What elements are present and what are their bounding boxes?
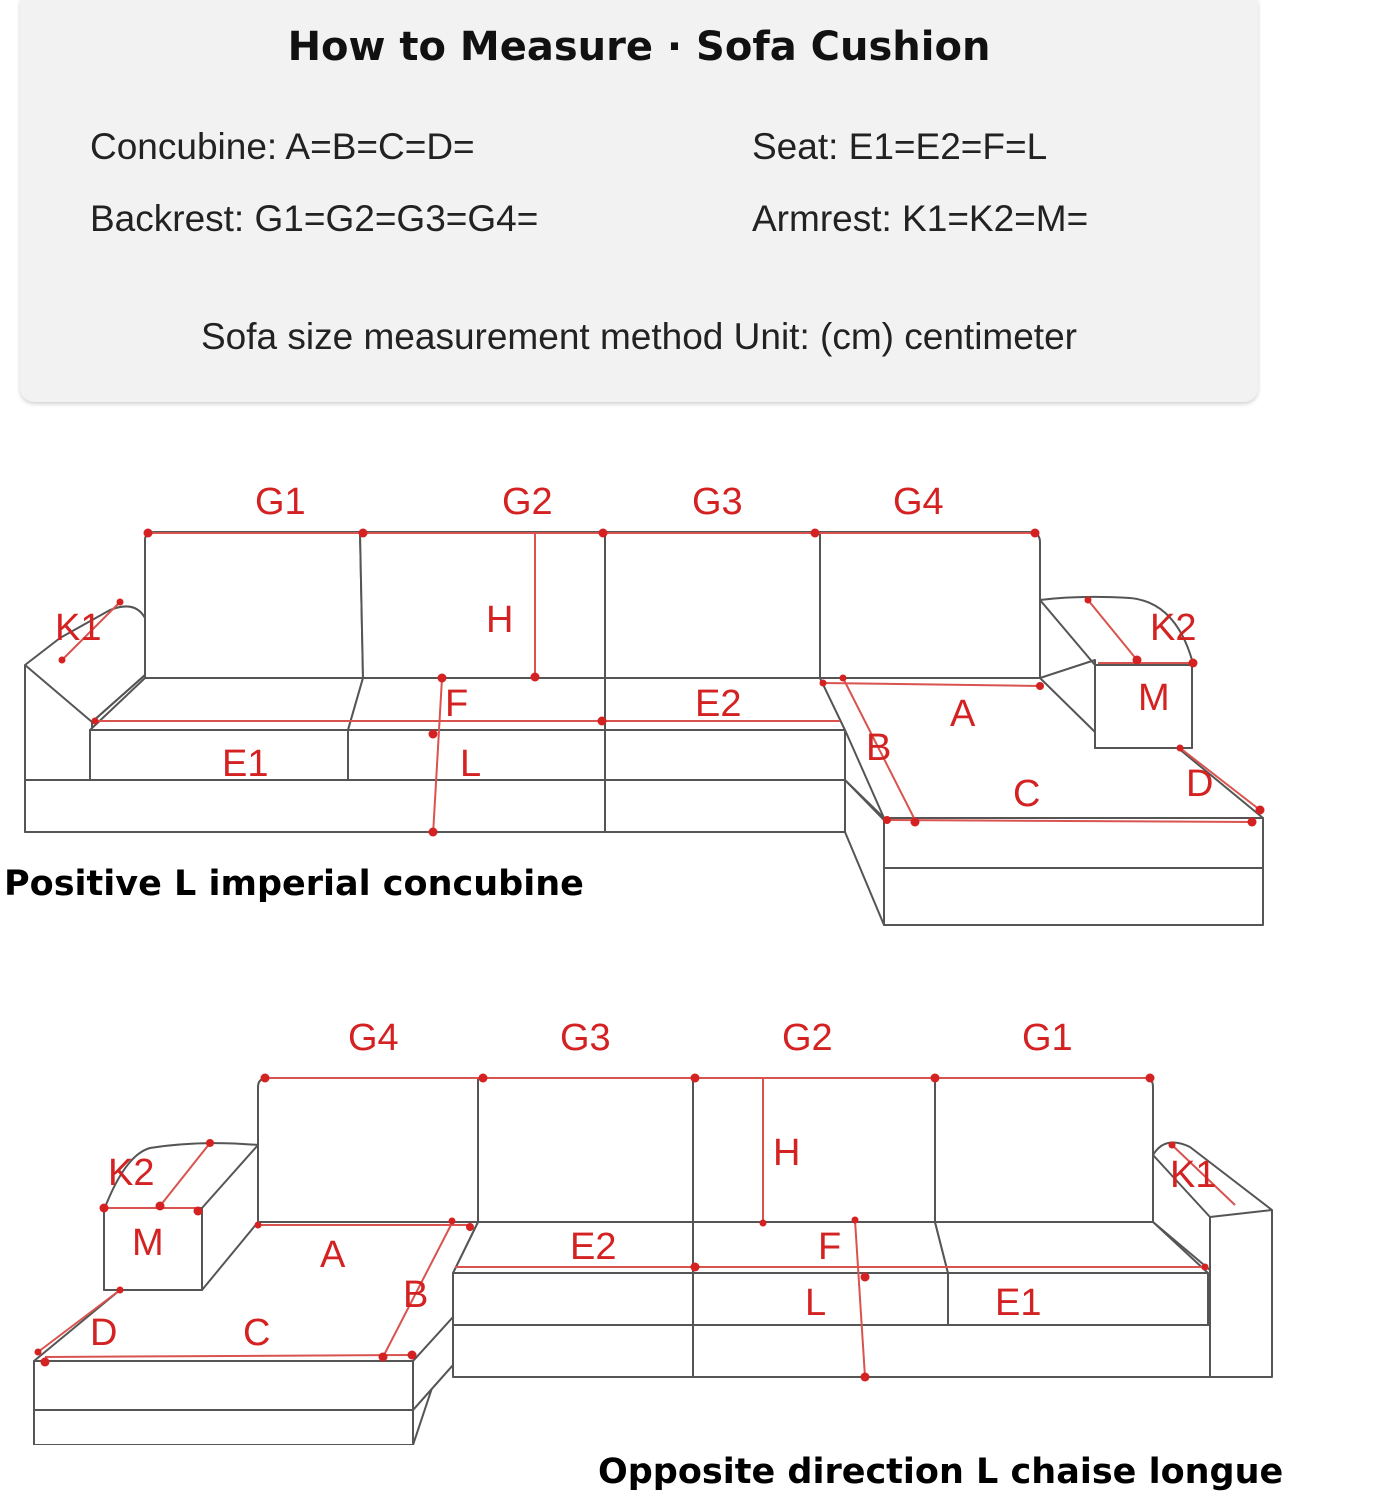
label-k1: K1 [1170, 1154, 1216, 1196]
label-e2: E2 [695, 683, 741, 725]
seat-base [24, 779, 606, 833]
label-f: F [818, 1226, 841, 1268]
measurement-dots [34, 1073, 1209, 1382]
seat-spec: Seat: E1=E2=F=L [752, 126, 1048, 167]
label-e2: E2 [570, 1226, 616, 1268]
back-cushion-g1 [934, 1077, 1154, 1223]
seat-cushion-e1 [947, 1272, 1209, 1326]
label-g4: G4 [893, 481, 944, 523]
seat-cushion-e2 [452, 1272, 694, 1326]
back-cushion-g2 [359, 531, 606, 679]
diagram2-caption: Opposite direction L chaise longue [598, 1452, 1284, 1492]
opposite-l-sofa-diagram: G4 G3 G2 G1 H K2 K1 M A B C D E2 F L E1 [33, 1017, 1273, 1445]
label-b: B [403, 1274, 428, 1316]
diagram1-caption: Positive L imperial concubine [4, 864, 584, 904]
label-c: C [1013, 773, 1040, 815]
instructions-panel: How to Measure · Sofa Cushion Concubine:… [20, 0, 1258, 402]
unit-note: Sofa size measurement method Unit: (cm) … [201, 316, 1077, 357]
back-cushion-g1 [144, 531, 364, 679]
label-k1: K1 [55, 607, 101, 649]
seat-cushion-e1 [89, 729, 349, 781]
measurement-dots [58, 528, 1265, 837]
label-h: H [773, 1132, 800, 1174]
label-g1: G1 [1022, 1017, 1073, 1059]
back-cushion-g3 [477, 1077, 694, 1223]
label-k2: K2 [1150, 607, 1196, 649]
seat-base [452, 1324, 694, 1378]
chaise-cushion-front [33, 1360, 414, 1411]
label-e1: E1 [222, 743, 268, 785]
label-d: D [1186, 763, 1213, 805]
back-cushion-g4 [819, 531, 1041, 679]
back-cushion-g3 [604, 531, 821, 679]
backrest-spec: Backrest: G1=G2=G3=G4= [90, 198, 539, 239]
page-title: How to Measure · Sofa Cushion [287, 24, 991, 70]
label-g3: G3 [692, 481, 743, 523]
label-l: L [805, 1282, 826, 1324]
armrest-spec: Armrest: K1=K2=M= [752, 198, 1089, 239]
seat-cushion-e2 [604, 729, 846, 781]
label-f: F [445, 683, 468, 725]
label-m: M [1138, 677, 1170, 719]
label-e1: E1 [995, 1282, 1041, 1324]
label-g1: G1 [255, 481, 306, 523]
chaise-cushion-front [883, 817, 1264, 869]
label-a: A [950, 693, 976, 735]
back-cushion-g2 [692, 1077, 936, 1223]
positive-l-sofa-diagram: G1 G2 G3 G4 H K1 K2 M F E2 E1 L A B C D [24, 481, 1265, 926]
label-a: A [320, 1234, 346, 1276]
label-b: B [866, 727, 891, 769]
label-g2: G2 [502, 481, 553, 523]
label-h: H [486, 599, 513, 641]
label-g3: G3 [560, 1017, 611, 1059]
label-g2: G2 [782, 1017, 833, 1059]
label-m: M [132, 1222, 164, 1264]
label-l: L [460, 743, 481, 785]
back-cushion-g4 [257, 1077, 479, 1223]
label-k2: K2 [108, 1152, 154, 1194]
concubine-spec: Concubine: A=B=C=D= [90, 126, 475, 167]
label-c: C [243, 1312, 270, 1354]
label-d: D [90, 1312, 117, 1354]
label-g4: G4 [348, 1017, 399, 1059]
right-armrest [1152, 1141, 1273, 1378]
